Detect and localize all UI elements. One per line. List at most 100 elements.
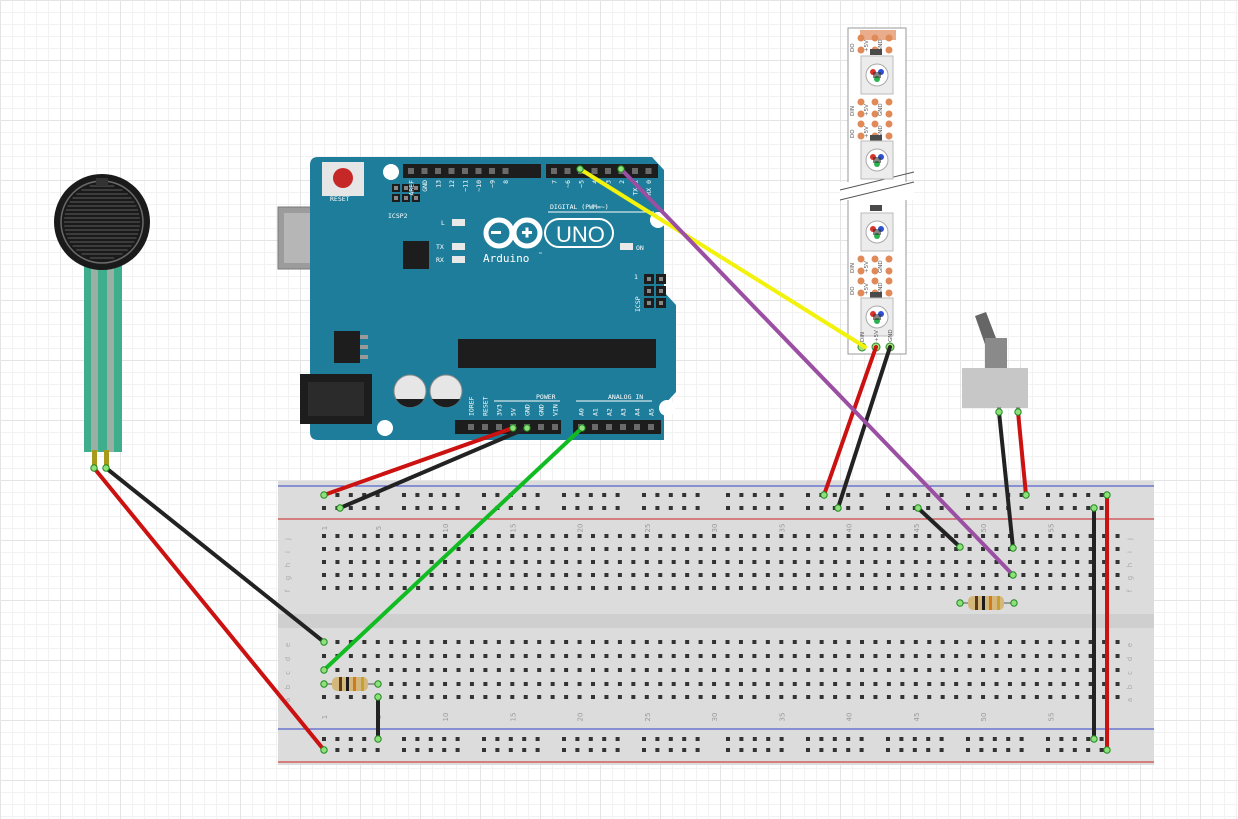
breadboard-hole	[1075, 573, 1080, 577]
breadboard-hole	[1048, 586, 1053, 590]
led-l	[452, 219, 465, 226]
breadboard-hole	[322, 695, 326, 699]
breadboard-hole	[954, 560, 959, 564]
power-rail-hole	[886, 737, 890, 741]
row-letter: h	[284, 563, 292, 567]
digital-pin-label: ~3	[605, 180, 613, 188]
power-rail-hole	[615, 737, 620, 741]
strip-pad-label: +5V	[864, 261, 870, 273]
column-number: 20	[577, 524, 585, 533]
analog-pin	[648, 424, 654, 430]
analog-pin-label: A4	[634, 408, 642, 416]
power-rail-hole	[655, 748, 660, 752]
breadboard-hole	[644, 640, 649, 644]
breadboard-hole	[779, 654, 784, 658]
breadboard-hole	[913, 560, 918, 564]
wire-endpoint	[320, 638, 328, 646]
breadboard-hole	[886, 640, 891, 644]
row-letter: i	[1126, 551, 1134, 553]
fsr-trace-right	[107, 262, 114, 452]
breadboard-hole	[550, 560, 555, 564]
breadboard-hole	[1048, 573, 1053, 577]
breadboard-hole	[860, 586, 864, 590]
breadboard-hole	[389, 573, 394, 577]
breadboard-hole	[617, 695, 622, 699]
breadboard-hole	[1115, 682, 1120, 686]
power-rail-hole	[682, 506, 687, 510]
analog-pin-label: A1	[592, 408, 600, 416]
breadboard-hole	[954, 573, 959, 577]
breadboard-hole	[806, 560, 811, 564]
breadboard-hole	[712, 682, 717, 686]
breadboard-hole	[510, 547, 515, 551]
breadboard-hole	[1061, 586, 1066, 590]
breadboard-hole	[1034, 654, 1039, 658]
breadboard-hole	[913, 668, 918, 672]
breadboard-hole	[577, 586, 582, 590]
breadboard-hole	[738, 547, 743, 551]
power-rail-hole	[859, 506, 864, 510]
power-rail-hole	[695, 493, 700, 497]
power-rail-hole	[522, 493, 527, 497]
icsp-pin-center	[647, 301, 651, 305]
reset-button	[333, 168, 353, 188]
breadboard-hole	[819, 534, 824, 538]
power-pin-label: VIN	[552, 404, 560, 416]
power-rail-hole	[766, 737, 771, 741]
strip-solder-pad	[885, 110, 893, 118]
fsr-tail	[84, 262, 122, 452]
breadboard-hole	[537, 668, 542, 672]
column-number: 55	[1047, 524, 1055, 533]
power-rail-hole	[1086, 748, 1091, 752]
row-letter: a	[284, 698, 292, 702]
breadboard-hole	[389, 654, 394, 658]
breadboard-hole	[1115, 654, 1120, 658]
power-rail-hole	[402, 748, 406, 752]
breadboard-hole	[335, 547, 340, 551]
icsp-one-label: 1	[634, 273, 638, 281]
breadboard-hole	[994, 534, 999, 538]
wire-endpoint	[1009, 544, 1017, 552]
breadboard-hole	[1048, 560, 1053, 564]
digital-pin-label: 8	[502, 180, 510, 184]
breadboard-hole	[752, 534, 757, 538]
breadboard-hole	[752, 547, 757, 551]
breadboard-hole	[954, 640, 959, 644]
breadboard-hole	[469, 668, 474, 672]
power-rail-hole	[402, 493, 406, 497]
breadboard-hole	[564, 547, 569, 551]
breadboard-hole	[806, 654, 811, 658]
breadboard-hole	[375, 668, 380, 672]
strip-solder-pad	[885, 289, 893, 297]
breadboard-hole	[1075, 534, 1080, 538]
power-rail-hole	[939, 748, 944, 752]
breadboard-hole	[873, 573, 878, 577]
breadboard-hole	[416, 668, 421, 672]
breadboard-labels: 1155101015152020252530303535404045455050…	[284, 524, 1134, 722]
breadboard-hole	[806, 668, 811, 672]
breadboard-hole	[1021, 668, 1026, 672]
breadboard-hole	[860, 654, 864, 658]
breadboard-hole	[698, 547, 703, 551]
breadboard-hole	[658, 654, 663, 658]
breadboard-hole	[416, 573, 421, 577]
mounting-hole	[383, 164, 399, 180]
digital-pin-label: 4	[591, 180, 599, 184]
column-number: 15	[509, 524, 517, 533]
power-rail-hole	[979, 506, 984, 510]
breadboard-hole	[752, 695, 757, 699]
strip-solder-pad	[857, 34, 865, 42]
breadboard-hole	[927, 682, 932, 686]
strip-solder-pad	[857, 277, 865, 285]
digital-pin-label: 2	[618, 180, 626, 184]
regulator-pin	[360, 335, 368, 339]
breadboard-hole	[564, 534, 569, 538]
uno-label: UNO	[556, 222, 605, 247]
power-rail-hole	[1019, 493, 1024, 497]
breadboard-hole	[994, 668, 999, 672]
wire-strip-gnd	[836, 345, 892, 510]
breadboard-hole	[940, 586, 945, 590]
breadboard-hole	[860, 534, 864, 538]
breadboard-hole	[389, 547, 394, 551]
power-rail-hole	[1059, 748, 1064, 752]
